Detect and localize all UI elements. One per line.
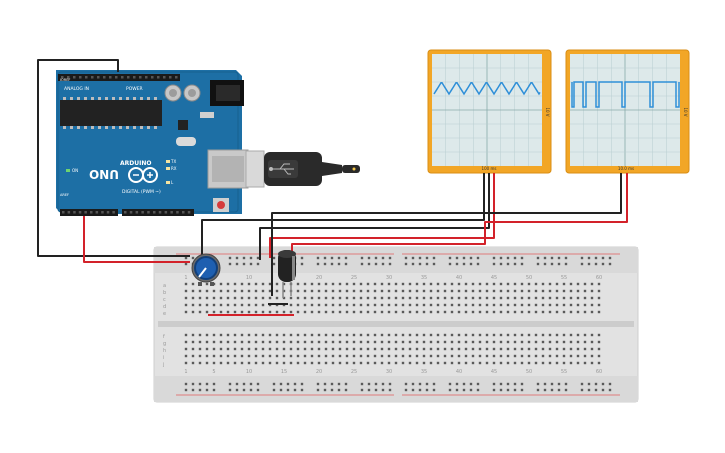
arduino-logo [128,167,158,183]
svg-text:50: 50 [526,275,532,281]
svg-text:40: 40 [456,275,462,281]
svg-text:j: j [162,362,164,368]
svg-text:60: 60 [596,275,602,281]
svg-text:55: 55 [561,275,567,281]
svg-text:a: a [163,283,166,289]
power-header[interactable] [120,74,180,81]
usb-icon [269,163,294,175]
svg-text:25: 25 [351,275,357,281]
svg-text:g: g [163,341,166,347]
arduino-brand: ARDUINO [120,160,151,167]
analog-header[interactable] [58,74,120,81]
svg-text:20: 20 [316,369,322,375]
svg-text:10: 10 [246,275,252,281]
svg-text:f: f [163,334,165,340]
scope-volt-scale: 10 V [683,107,688,116]
red-wire-scope2[interactable] [291,173,628,256]
center-channel [158,321,634,327]
svg-text:RX: RX [171,166,177,171]
svg-text:c: c [163,297,166,303]
scope-time-scale: 100 ms [482,166,497,171]
black-wire-scope2[interactable] [271,173,622,296]
digital-header-low[interactable] [60,209,118,216]
breadboard-holes [184,256,612,392]
svg-text:55: 55 [561,369,567,375]
waveform-trace [433,82,541,96]
atmega-chip [60,100,162,126]
arduino-uno-board[interactable]: ANALOG IN POWER ARDUINO UNO DIGITAL (PWM… [56,70,249,216]
black-wire-scope1[interactable] [201,173,485,262]
electrolytic-capacitor[interactable] [278,250,296,298]
uno-label: UNO [89,167,119,181]
svg-text:AREF: AREF [60,193,69,197]
digital-label: DIGITAL (PWM ~) [122,189,161,195]
svg-text:1: 1 [184,275,187,281]
svg-text:h: h [163,348,166,354]
oscilloscope-1[interactable]: 100 ms 10 V [427,49,552,174]
row-letters: a b c d e f g h i j [162,283,166,368]
oscilloscope-2[interactable]: 10.0 ms 10 V [565,49,690,174]
svg-text:35: 35 [421,369,427,375]
svg-text:10: 10 [246,369,252,375]
svg-text:35: 35 [421,275,427,281]
svg-text:25: 25 [351,369,357,375]
red-wire-pwm[interactable] [83,216,190,263]
digital-header-high[interactable] [122,209,194,216]
svg-text:d: d [163,304,166,310]
svg-text:5: 5 [212,369,215,375]
black-wire-gnd[interactable] [37,59,190,257]
svg-text:30: 30 [386,275,392,281]
svg-text:1: 1 [184,369,187,375]
analog-in-label: ANALOG IN [64,86,89,92]
red-wire-scope1[interactable] [269,173,495,258]
svg-text:ON: ON [72,168,78,173]
svg-text:60: 60 [596,369,602,375]
breadboard[interactable]: a b c d e f g h i j 1 5 10 15 20 25 30 3… [153,246,639,403]
wires[interactable] [37,59,628,316]
on-led [66,169,70,172]
usb-cable[interactable] [245,150,360,188]
potentiometer[interactable] [191,253,221,286]
rx-led [166,167,170,170]
scope-time-scale: 10.0 ms [618,166,634,171]
svg-text:20: 20 [316,275,322,281]
svg-text:15: 15 [281,369,287,375]
svg-text:e: e [163,311,166,317]
svg-text:IOREF: IOREF [60,78,70,82]
svg-text:50: 50 [526,369,532,375]
potentiometer-knob [198,267,207,278]
svg-text:L: L [171,180,174,185]
l-led [166,181,170,184]
crystal [176,137,196,146]
waveform-trace [571,81,680,108]
svg-text:45: 45 [491,275,497,281]
svg-text:b: b [163,290,166,296]
svg-text:i: i [163,355,164,361]
svg-text:TX: TX [170,159,176,164]
svg-text:30: 30 [386,369,392,375]
tx-led [166,160,170,163]
black-wire-scope1-gnd[interactable] [259,173,490,260]
svg-text:40: 40 [456,369,462,375]
power-label: POWER [126,86,143,92]
scope-volt-scale: 10 V [545,107,550,116]
svg-text:45: 45 [491,369,497,375]
